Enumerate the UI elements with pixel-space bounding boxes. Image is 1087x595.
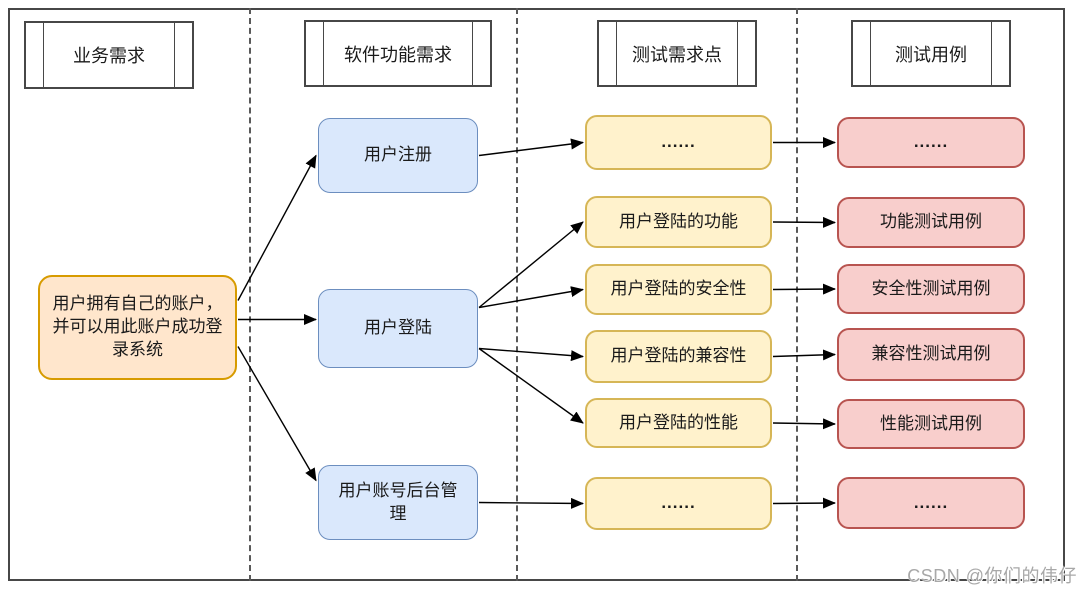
column-header-label: 测试需求点	[632, 44, 722, 65]
column-header-label: 软件功能需求	[344, 44, 452, 65]
column-header-business: 业务需求	[24, 21, 194, 89]
process-side-line	[472, 22, 473, 85]
node-test-point-login-security: 用户登陆的安全性	[585, 264, 772, 315]
column-divider-2	[516, 8, 518, 581]
node-test-point-login-function: 用户登陆的功能	[585, 196, 772, 248]
node-account-admin: 用户账号后台管理	[318, 465, 478, 540]
node-test-case-function: 功能测试用例	[837, 197, 1025, 248]
process-side-line	[737, 22, 738, 85]
node-test-case-performance: 性能测试用例	[837, 399, 1025, 449]
column-header-software-function: 软件功能需求	[304, 20, 492, 87]
process-side-line	[991, 22, 992, 85]
node-business-requirement: 用户拥有自己的账户，并可以用此账户成功登录系统	[38, 275, 237, 380]
node-test-point-login-performance: 用户登陆的性能	[585, 398, 772, 448]
process-side-line	[43, 23, 44, 87]
process-side-line	[870, 22, 871, 85]
column-header-test-cases: 测试用例	[851, 20, 1011, 87]
node-user-login: 用户登陆	[318, 289, 478, 368]
node-test-case-ellipsis-bottom: ......	[837, 477, 1025, 529]
process-side-line	[616, 22, 617, 85]
node-test-point-ellipsis-bottom: ......	[585, 477, 772, 530]
process-side-line	[174, 23, 175, 87]
process-side-line	[323, 22, 324, 85]
outer-frame	[8, 8, 1065, 581]
column-divider-1	[249, 8, 251, 581]
column-header-label: 业务需求	[73, 46, 145, 66]
node-user-register: 用户注册	[318, 118, 478, 193]
node-test-case-ellipsis-top: ......	[837, 117, 1025, 168]
column-header-test-points: 测试需求点	[597, 20, 757, 87]
node-test-case-compatibility: 兼容性测试用例	[837, 328, 1025, 381]
node-test-point-login-compatibility: 用户登陆的兼容性	[585, 330, 772, 383]
node-test-point-ellipsis-top: ......	[585, 115, 772, 170]
csdn-watermark: CSDN @你们的伟仔	[907, 566, 1077, 586]
column-header-label: 测试用例	[895, 44, 967, 65]
column-divider-3	[796, 8, 798, 581]
node-test-case-security: 安全性测试用例	[837, 264, 1025, 314]
